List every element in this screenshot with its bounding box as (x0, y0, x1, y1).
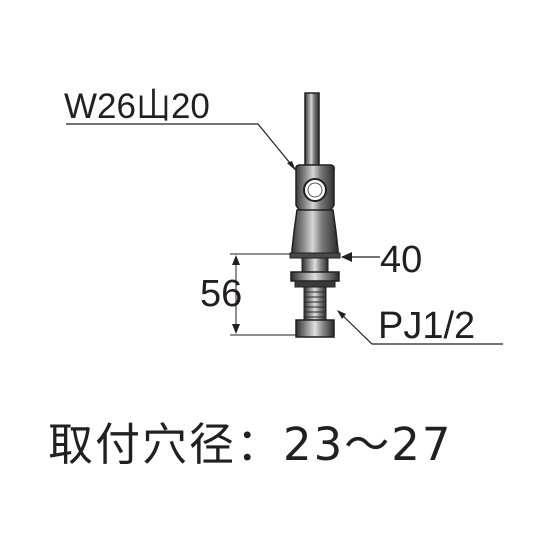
thread-spec-label: W26山20 (64, 87, 210, 126)
faucet-body (289, 209, 341, 259)
height-dim-label: 56 (200, 273, 242, 315)
ball-joint (295, 164, 335, 213)
width-dim-label: 40 (380, 239, 422, 281)
width-dim-leader (341, 252, 380, 262)
thread-spec-leader (66, 123, 296, 171)
pipe-thread-label: PJ1/2 (378, 305, 475, 347)
mounting-shank (290, 257, 340, 338)
mounting-hole-spec: 取付穴径：23〜27 (48, 418, 453, 471)
height-dim-line (230, 253, 296, 336)
pipe-thread-leader (337, 310, 503, 345)
